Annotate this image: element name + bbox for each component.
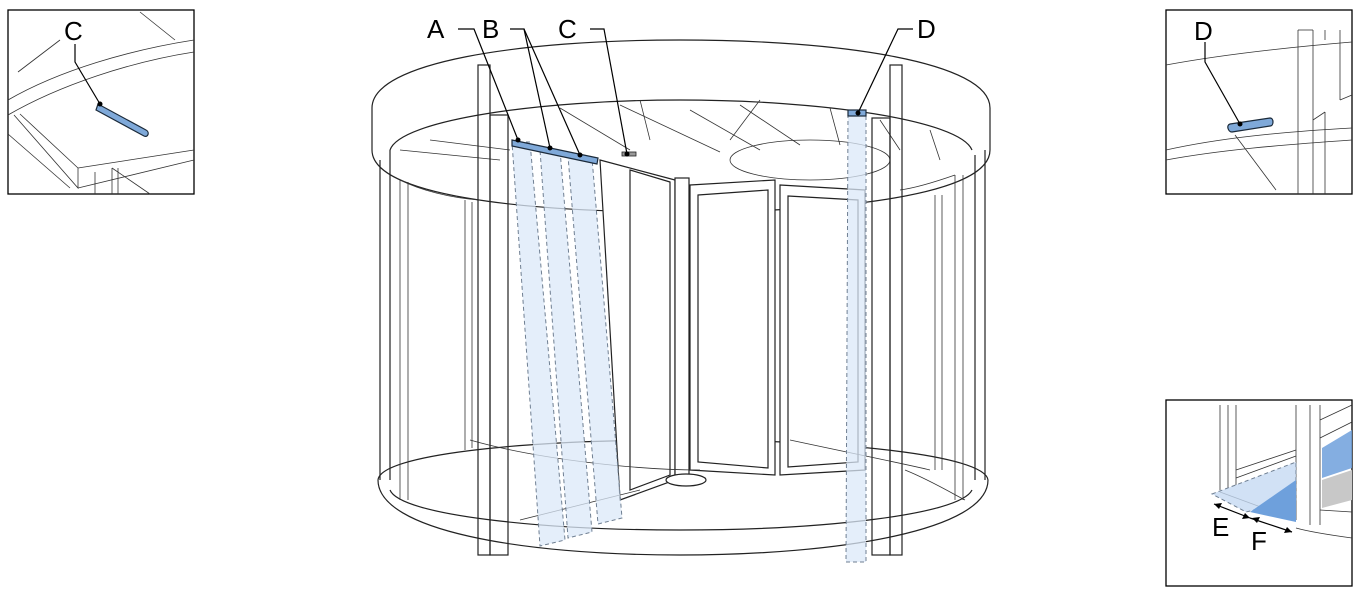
floor-zone-right <box>1322 430 1352 478</box>
leader-lines <box>458 28 913 158</box>
ceiling-ribs <box>399 99 941 181</box>
sensor-bar-A-B <box>511 139 599 165</box>
detection-beams <box>511 112 867 563</box>
inset-d-label: D <box>1194 16 1213 46</box>
door-wings <box>599 159 866 501</box>
label-f: F <box>1251 526 1267 556</box>
inset-d-sensor <box>1227 117 1274 133</box>
inset-d-detail: D <box>1165 9 1353 195</box>
label-b: B <box>482 14 499 44</box>
label-e: E <box>1212 512 1229 542</box>
beam-B1 <box>539 149 593 539</box>
dimension-arrows <box>1213 503 1293 533</box>
inset-ef-detail: E F <box>1165 399 1353 587</box>
front-posts <box>477 64 903 556</box>
beam-A <box>511 141 566 547</box>
inset-c-detail: C <box>7 9 195 195</box>
floor-zone-grey <box>1322 470 1352 508</box>
revolving-door-illustration: A B C D <box>371 14 991 563</box>
inset-c-label: C <box>64 16 83 46</box>
inset-c-sensor <box>95 103 149 137</box>
label-d: D <box>917 14 936 44</box>
label-a: A <box>427 14 445 44</box>
floor-zone-dark <box>1250 480 1296 522</box>
side-wall-frames <box>399 174 964 500</box>
beam-D <box>845 112 867 563</box>
base-ring <box>377 479 989 556</box>
label-c: C <box>558 14 577 44</box>
